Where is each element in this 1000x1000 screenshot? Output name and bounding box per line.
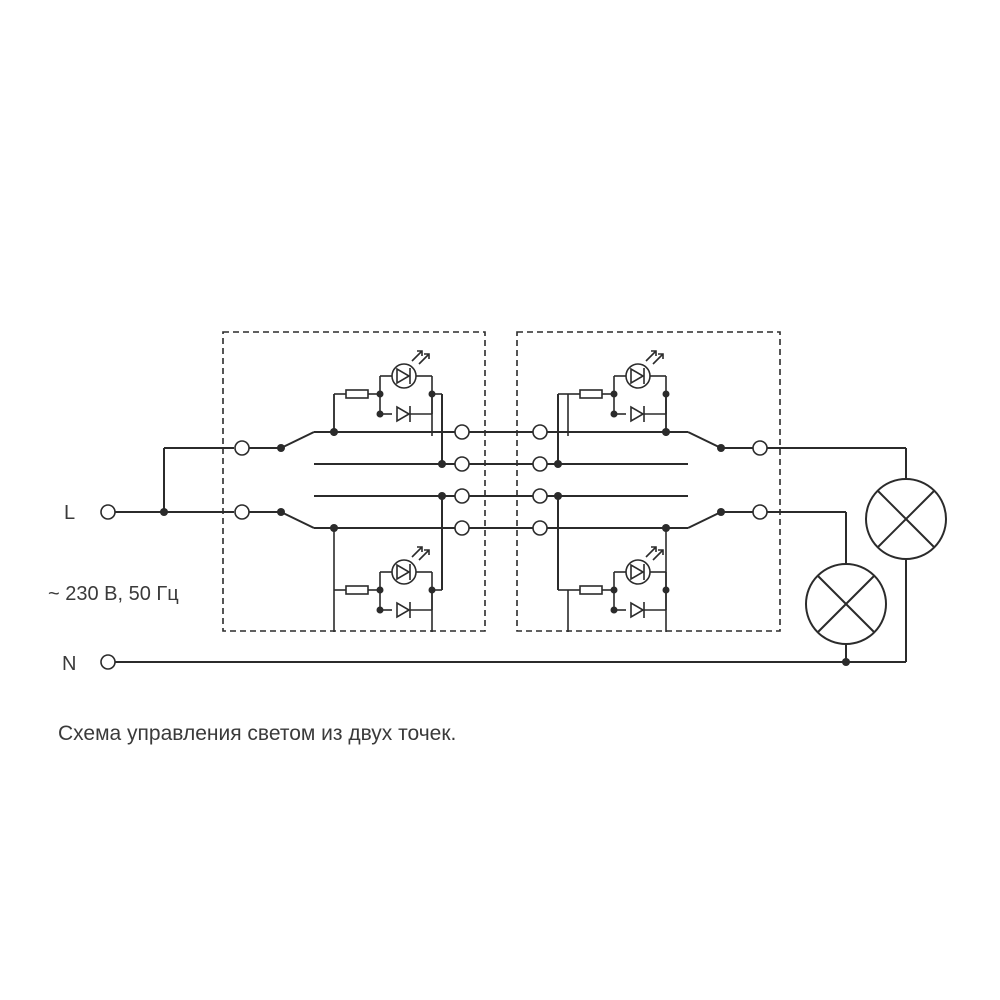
label-line: L (64, 502, 75, 524)
label-neutral: N (62, 653, 76, 675)
right-output-terminal-bottom (752, 504, 768, 520)
terminal-n (100, 654, 116, 670)
lamp-1-icon (865, 478, 947, 560)
label-supply: ~ 230 В, 50 Гц (48, 583, 179, 605)
caption: Схема управления светом из двух точек. (58, 722, 456, 745)
terminal-l (100, 504, 116, 520)
switch-box-right (516, 331, 781, 632)
right-output-terminal-top (752, 440, 768, 456)
left-input-terminal-bottom (234, 504, 250, 520)
lamp-2-icon (805, 563, 887, 645)
switch-box-left (222, 331, 486, 632)
led-indicator-left-bottom (333, 546, 437, 633)
left-input-terminal-top (234, 440, 250, 456)
